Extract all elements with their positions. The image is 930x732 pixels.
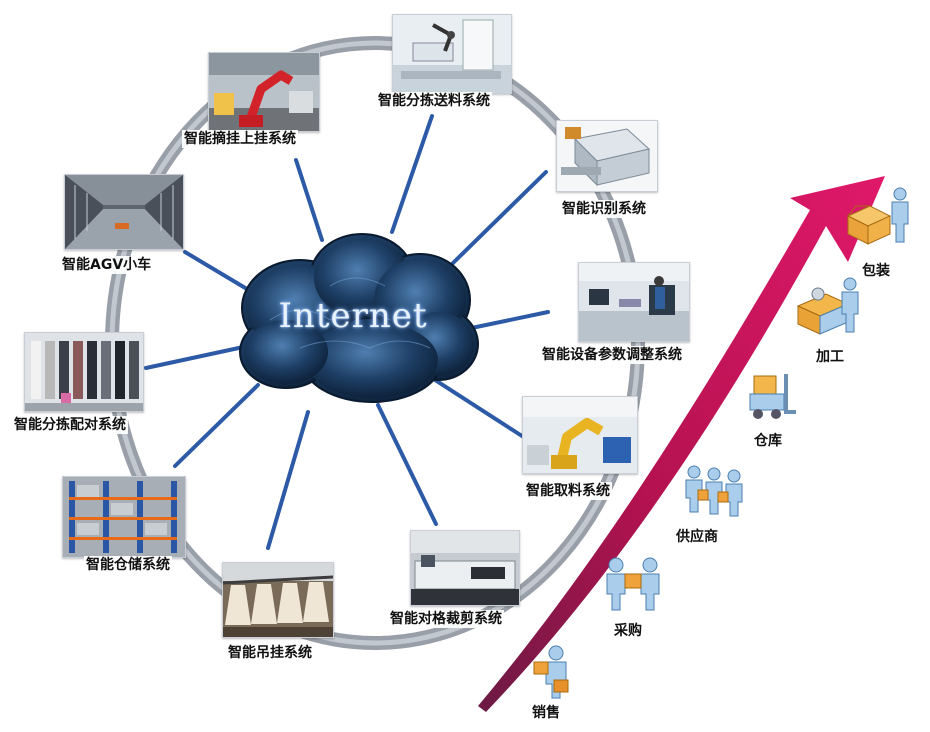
cut-photo	[410, 530, 520, 606]
spoke-storage	[173, 383, 260, 468]
spoke-sort-feed	[390, 114, 434, 234]
pick-label: 智能取料系统	[524, 482, 612, 500]
hanger-label: 智能吊挂系统	[226, 644, 314, 662]
hub-label: Internet	[278, 296, 428, 336]
spoke-agv	[183, 250, 254, 294]
storage-photo	[62, 476, 186, 558]
pair-label: 智能分拣配对系统	[12, 416, 128, 434]
machine-worker-icon	[796, 276, 862, 342]
spoke-hanger	[266, 410, 310, 550]
hanger-photo	[222, 562, 334, 638]
pair-photo	[24, 332, 144, 412]
sort-feed-photo	[392, 14, 512, 94]
spoke-cut	[376, 403, 438, 526]
param-photo	[578, 262, 690, 342]
package-label: 包装	[862, 263, 890, 279]
supplier-label: 供应商	[676, 529, 718, 545]
param-label: 智能设备参数调整系统	[540, 346, 684, 364]
purchase-people-icon	[604, 556, 662, 618]
sales-person-icon	[532, 644, 572, 704]
internet-cloud	[239, 233, 479, 403]
hang-label: 智能摘挂上挂系统	[182, 130, 298, 148]
spoke-pick	[430, 376, 524, 438]
spoke-param	[460, 310, 550, 332]
purchase-label: 采购	[614, 623, 642, 639]
spoke-pair	[144, 344, 250, 370]
spoke-hang	[294, 158, 324, 242]
storage-label: 智能仓储系统	[84, 556, 172, 574]
sales-label: 销售	[532, 705, 560, 721]
sort-feed-label: 智能分拣送料系统	[376, 92, 492, 110]
agv-label: 智能AGV小车	[60, 256, 154, 274]
identify-photo	[556, 120, 658, 192]
pick-photo	[522, 396, 638, 474]
process-label: 加工	[816, 349, 844, 365]
spoke-identify	[450, 170, 548, 266]
supplier-group-icon	[682, 464, 746, 526]
forklift-icon	[746, 370, 798, 426]
hang-photo	[208, 52, 320, 132]
growth-arrow	[478, 176, 885, 712]
identify-label: 智能识别系统	[560, 200, 648, 218]
cut-label: 智能对格裁剪系统	[388, 610, 504, 628]
agv-photo	[64, 174, 184, 250]
box-packer-icon	[846, 186, 912, 252]
warehouse-label: 仓库	[754, 433, 782, 449]
spokes	[144, 114, 550, 550]
